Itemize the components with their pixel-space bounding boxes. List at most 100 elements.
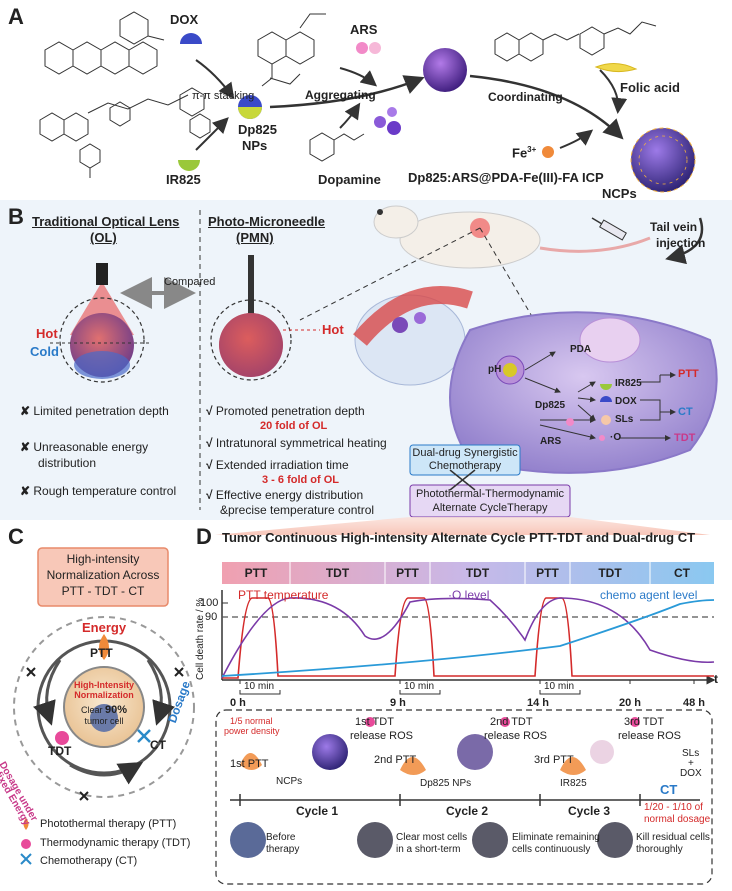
ars-label: ARS (350, 22, 378, 37)
fe-label: Fe3+ (512, 145, 536, 160)
pro-1: √ Promoted penetration depth (206, 404, 365, 418)
panel-b-letter: B (8, 204, 24, 229)
ncp-final (630, 127, 696, 193)
dual-drug-box (409, 444, 521, 476)
tenmin-3: 10 min (544, 681, 575, 692)
cell-pda: PDA (570, 344, 592, 355)
time-14h: 14 h (527, 697, 550, 709)
cycle-illustrations (240, 717, 640, 775)
dp825-label-2: NPs (242, 138, 268, 153)
alternate-2: Alternate CycleTherapy (432, 502, 548, 514)
microneedle-illustration (210, 255, 320, 381)
cold-label: Cold (30, 344, 59, 359)
syringe-icon (591, 217, 627, 241)
optical-lens-illustration (50, 263, 150, 383)
panel-c-letter: C (8, 524, 24, 549)
time-0h: 0 h (230, 697, 246, 709)
time-9h: 9 h (390, 697, 406, 709)
con-3-text: Rough temperature control (33, 484, 177, 498)
tail-label-2: injection (656, 236, 706, 250)
y-tick-100: 100 (200, 597, 219, 609)
hot-label: Hot (36, 326, 58, 341)
center-2: Normalization (74, 690, 134, 700)
chemo-level-curve (221, 599, 715, 677)
cross-icon: ✘ (20, 404, 34, 418)
center-clear: Clear 90% (64, 704, 144, 716)
check-icon: √ (206, 436, 216, 450)
cell-ars: ARS (540, 436, 562, 447)
dual-drug-2: Chemotherapy (428, 460, 502, 472)
pro-4-text: Effective energy distribution (215, 488, 364, 502)
pro-2: √ Intratunoral symmetrical heating (206, 436, 387, 450)
coordinating-label: Coordinating (488, 90, 563, 104)
ir825-particle (178, 160, 200, 171)
ars-particle (356, 42, 381, 54)
ptt1-label: 1st PTT (230, 758, 269, 770)
o2-text: ·O (448, 588, 462, 602)
hot-right-label: Hot (322, 322, 344, 337)
ncps-label: NCPs (276, 776, 303, 787)
legend-tdt: Thermodynamic therapy (TDT) (40, 837, 191, 849)
folic-acid-shape (594, 63, 638, 73)
cancer-cell (449, 311, 718, 474)
panel-c-box-1: High-intensity (66, 552, 140, 566)
center-1: High-Intensity (74, 680, 134, 690)
dopamine-structure (309, 132, 365, 162)
panel-d-title: Tumor Continuous High-intensity Alternat… (222, 530, 696, 545)
dose-2: normal dosage (644, 814, 711, 825)
mouse-illustration (373, 205, 651, 269)
center-tumor: tumor cell (84, 716, 124, 726)
dual-drug-1: Dual-drug Synergistic (412, 447, 518, 459)
legend-ct: Chemotherapy (CT) (40, 855, 138, 867)
cell-ct: CT (678, 406, 693, 418)
cell-molecules (566, 384, 612, 441)
pro-4-cont: &precise temperature control (220, 503, 375, 517)
con-1: ✘ Limited penetration depth (20, 404, 169, 418)
skull-icon (55, 731, 69, 745)
cycle-arrows (32, 659, 176, 785)
pro-1-text: Promoted penetration depth (215, 404, 365, 418)
aggregated-sphere (423, 48, 467, 92)
cell-ptt: PTT (678, 368, 699, 380)
fe-ion (542, 146, 554, 158)
plus-d-label: + (688, 758, 694, 769)
tdt3-label: 3rd TDT (624, 716, 665, 728)
release-3: release ROS (618, 730, 681, 742)
dox-label: DOX (170, 12, 199, 27)
fe-text: Fe (512, 145, 528, 161)
sls-d-label: SLs (682, 748, 700, 759)
ptt-temperature-curve (222, 597, 714, 679)
cross-marks (26, 667, 184, 801)
time-20h: 20 h (619, 697, 642, 709)
cycle-ptt: PTT (90, 646, 113, 660)
chemo-label: chemo agent level (600, 588, 698, 602)
legend-flame-icon (23, 818, 29, 830)
stage-4a: Kill residual cells (636, 832, 710, 843)
dp825-label-1: Dp825 (238, 122, 278, 137)
con-2: ✘ Unreasonable energy (20, 440, 148, 454)
dp825nps-label: Dp825 NPs (420, 778, 472, 789)
t-axis-label: t (714, 672, 718, 686)
cycle-3-label: Cycle 3 (568, 804, 611, 818)
cell-ph: pH (488, 364, 502, 375)
panel-a-letter: A (8, 4, 24, 29)
clear-pct: 90% (105, 704, 128, 716)
cell-dp825: Dp825 (535, 400, 566, 411)
bar-ptt-3: PTT (536, 566, 559, 580)
panel-c-box (37, 547, 169, 607)
ir825-d-label: IR825 (560, 778, 587, 789)
cell-sls: SLs (615, 414, 634, 425)
check-icon: √ (206, 458, 216, 472)
tenmin-1: 10 min (244, 681, 275, 692)
pro-2-text: Intratunoral symmetrical heating (215, 436, 387, 450)
con-3: ✘ Rough temperature control (20, 484, 176, 498)
cell-o2: ·O (610, 432, 622, 443)
legend-scissors-icon (20, 853, 32, 865)
stage-2a: Clear most cells (396, 832, 468, 843)
y-tick-90: 90 (205, 611, 218, 623)
ars-structure (257, 13, 326, 87)
con-2-cont: distribution (38, 456, 97, 470)
compared-label: Compared (164, 276, 216, 288)
dopamine-label: Dopamine (318, 172, 381, 187)
